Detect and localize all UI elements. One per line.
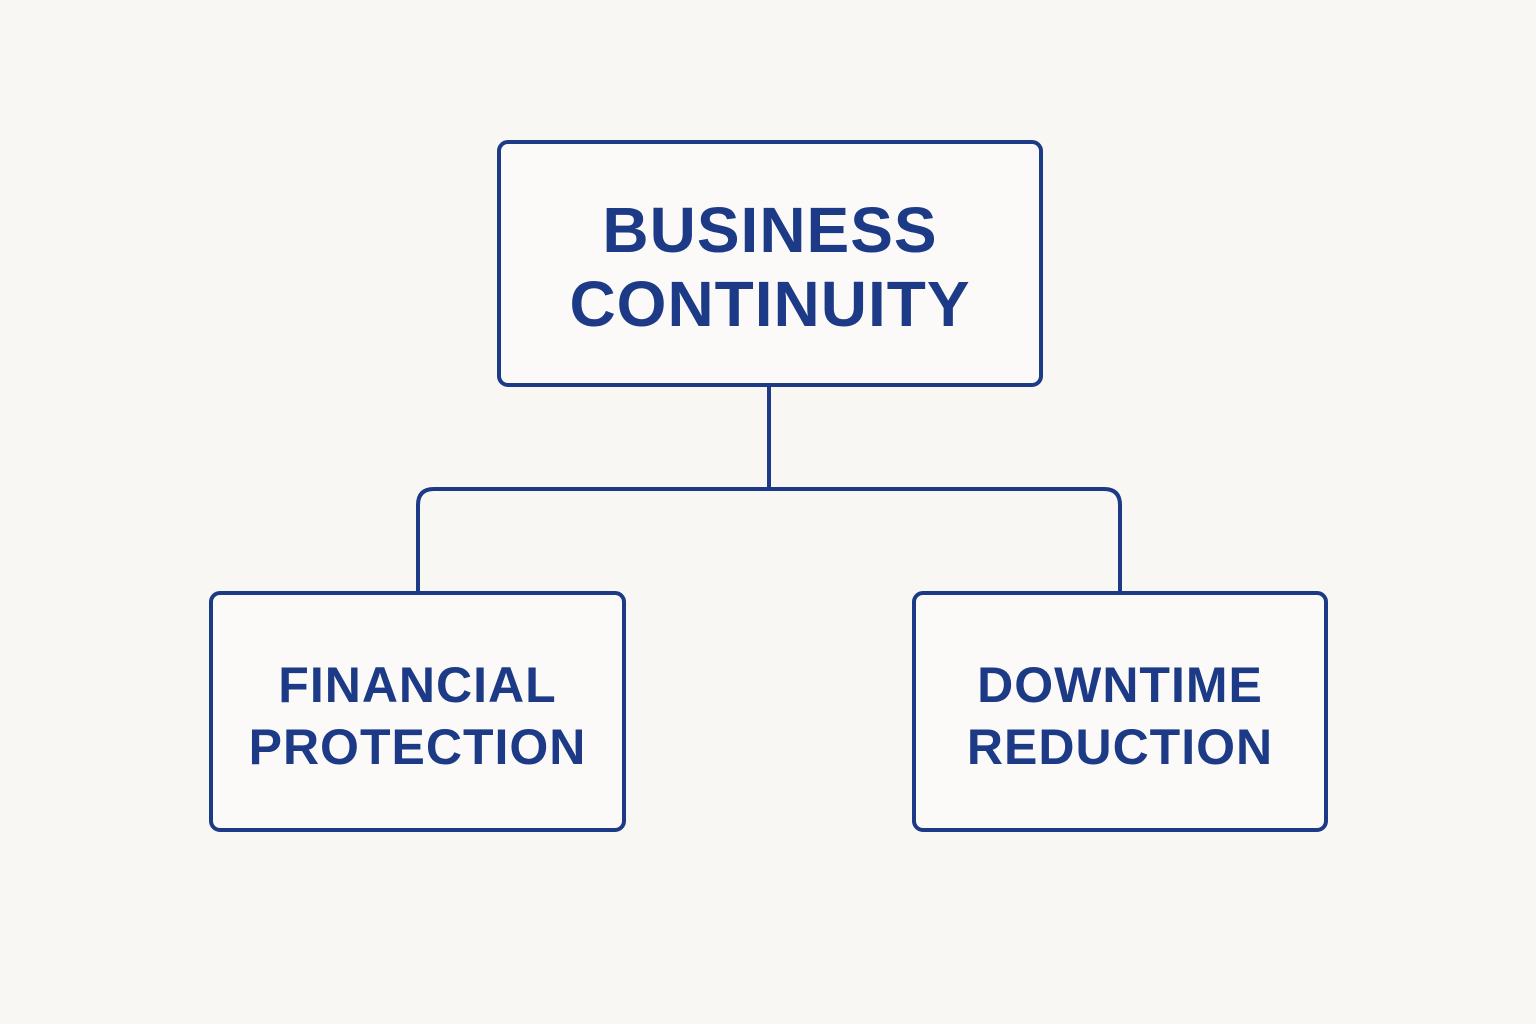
child-node-financial-protection: FINANCIAL PROTECTION [209, 591, 626, 832]
child-node-left-line-1: FINANCIAL [278, 656, 557, 713]
root-node-line-1: BUSINESS [602, 193, 938, 266]
root-node-business-continuity: BUSINESS CONTINUITY [497, 140, 1043, 387]
branch-line [416, 487, 1122, 591]
child-node-downtime-reduction: DOWNTIME REDUCTION [912, 591, 1328, 832]
root-node-line-2: CONTINUITY [569, 267, 971, 340]
child-node-left-line-2: PROTECTION [248, 718, 587, 775]
child-node-right-line-1: DOWNTIME [977, 656, 1263, 713]
child-node-right-line-2: REDUCTION [966, 718, 1274, 775]
